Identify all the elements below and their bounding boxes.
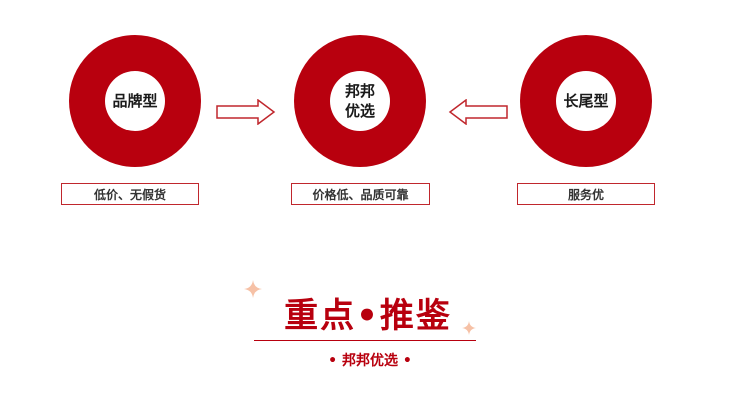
section-subtitle: • 邦邦优选 • [328,353,412,369]
ring-bangbang: 邦邦 优选 [294,35,426,167]
ring-bangbang-center: 邦邦 优选 [330,71,390,131]
ring-longtail-center: 长尾型 [556,71,616,131]
caption-bangbang: 价格低、品质可靠 [291,183,430,205]
title-underline [254,340,476,341]
sparkle-icon [462,321,476,335]
ring-longtail-label: 长尾型 [563,92,609,110]
ring-bangbang-label: 邦邦 优选 [344,82,375,120]
ring-brand-label: 品牌型 [112,92,158,110]
sparkle-icon [244,280,262,298]
caption-brand: 低价、无假货 [61,183,199,205]
section-title: 重点•推鉴 [284,296,452,336]
arrow-right-icon [216,99,276,125]
ring-brand: 品牌型 [69,35,201,167]
caption-longtail: 服务优 [517,183,655,205]
arrow-left-icon [448,99,508,125]
ring-brand-center: 品牌型 [105,71,165,131]
ring-longtail: 长尾型 [520,35,652,167]
